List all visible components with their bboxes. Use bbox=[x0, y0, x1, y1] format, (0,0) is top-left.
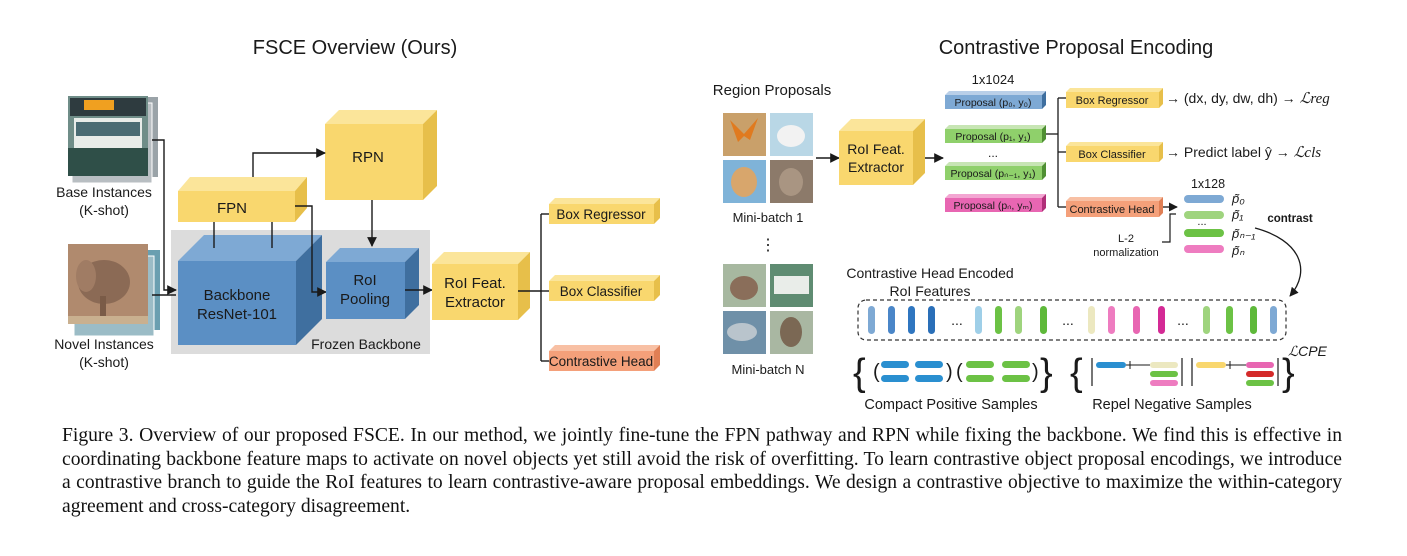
right-roi-feat-extractor-label-2: Extractor bbox=[848, 159, 904, 175]
contrastive-head-block bbox=[549, 345, 660, 371]
encoded-title-1: Contrastive Head Encoded bbox=[846, 265, 1013, 281]
svg-text:): ) bbox=[1032, 361, 1039, 383]
figure-caption: Figure 3. Overview of our proposed FSCE.… bbox=[62, 424, 1342, 518]
novel-instances-label-1: Novel Instances bbox=[54, 336, 154, 352]
proposal-0-label: Proposal (p₀, y₀) bbox=[955, 97, 1032, 109]
box-classifier-block bbox=[549, 275, 660, 301]
mini-batch-vertical-dots: ⋮ bbox=[760, 237, 776, 254]
proposal-1 bbox=[945, 125, 1046, 143]
fsce-diagram: FSCE Overview (Ours) Frozen Backbone Bas… bbox=[54, 37, 1330, 413]
encoded-feature-pills bbox=[868, 306, 1277, 334]
svg-text:(: ( bbox=[873, 361, 880, 383]
feature-pill-1 bbox=[1184, 211, 1224, 219]
fpn-label: FPN bbox=[217, 200, 247, 217]
base-instances-label-1: Base Instances bbox=[56, 184, 152, 200]
connector-fpn-to-rpn bbox=[252, 148, 326, 177]
right-roi-feat-extractor-block bbox=[839, 119, 925, 185]
encoded-title-2: RoI Features bbox=[890, 283, 971, 299]
p-tilde-n: p̃ₙ bbox=[1231, 243, 1245, 258]
l2-label-2: normalization bbox=[1093, 247, 1158, 259]
proposal-n-1-label: Proposal (pₙ₋₁, y₁) bbox=[950, 168, 1035, 180]
contrastive-head-label: Contrastive Head bbox=[549, 354, 653, 369]
box-regressor-label: Box Regressor bbox=[556, 207, 646, 222]
encoded-ellipsis-1: ... bbox=[951, 312, 963, 328]
repel-negative-group: { } bbox=[1070, 352, 1295, 394]
backbone-label-2: ResNet-101 bbox=[197, 306, 277, 323]
right-box-classifier-block bbox=[1066, 142, 1163, 162]
proposal-0 bbox=[945, 91, 1046, 109]
dim-128-label: 1x128 bbox=[1191, 177, 1225, 191]
mini-batch-n-images bbox=[723, 264, 813, 354]
proposal-n bbox=[945, 194, 1046, 212]
mini-batch-1-images bbox=[723, 113, 813, 203]
roi-feat-extractor-block bbox=[432, 252, 530, 320]
feature-ellipsis: ... bbox=[1197, 216, 1206, 228]
right-roi-feat-extractor-label-1: RoI Feat. bbox=[847, 141, 905, 157]
frozen-backbone-label: Frozen Backbone bbox=[311, 336, 421, 352]
compact-positive-label: Compact Positive Samples bbox=[864, 397, 1037, 413]
rpn-block bbox=[325, 110, 437, 200]
region-proposals-label: Region Proposals bbox=[713, 82, 831, 99]
mini-batch-1-label: Mini-batch 1 bbox=[733, 210, 804, 225]
p-tilde-1: p̃₁ bbox=[1231, 207, 1243, 222]
roi-feat-extractor-label-2: Extractor bbox=[445, 294, 505, 311]
novel-instances-label-2: (K-shot) bbox=[79, 354, 129, 370]
encoded-features-box bbox=[857, 299, 1287, 341]
proposal-n-1 bbox=[945, 162, 1046, 180]
svg-text:{: { bbox=[853, 352, 866, 394]
right-box-regressor-block bbox=[1066, 88, 1163, 108]
cls-loss-label: ℒcls bbox=[1294, 145, 1322, 161]
svg-text:}: } bbox=[1282, 352, 1295, 394]
svg-text:{: { bbox=[1070, 352, 1083, 394]
roi-feat-extractor-label-1: RoI Feat. bbox=[444, 275, 506, 292]
cpe-loss-label: ℒCPE bbox=[1288, 343, 1328, 359]
compact-positive-group: { ( ) ( ) } bbox=[853, 352, 1053, 394]
novel-instances-image bbox=[68, 244, 160, 337]
repel-negative-label: Repel Negative Samples bbox=[1092, 397, 1252, 413]
p-tilde-n-1: p̃ₙ₋₁ bbox=[1231, 226, 1255, 241]
encoded-ellipsis-2: ... bbox=[1062, 312, 1074, 328]
roi-pooling-label-2: Pooling bbox=[340, 291, 390, 308]
feature-pill-0 bbox=[1184, 195, 1224, 203]
figure-caption-text: Figure 3. Overview of our proposed FSCE.… bbox=[62, 425, 1342, 517]
connector-base-to-backbone bbox=[152, 139, 177, 295]
l2-label-1: L-2 bbox=[1118, 233, 1134, 245]
connector-fpn-to-roi bbox=[295, 205, 327, 297]
base-instances-image bbox=[68, 96, 158, 184]
dim-1024-label: 1x1024 bbox=[972, 72, 1015, 87]
right-box-regressor-label: Box Regressor bbox=[1076, 95, 1149, 107]
roi-pooling-label-1: RoI bbox=[353, 272, 376, 289]
svg-text:}: } bbox=[1040, 352, 1053, 394]
right-contrastive-head-block bbox=[1066, 197, 1163, 217]
roi-pooling-block bbox=[326, 248, 419, 319]
contrast-label: contrast bbox=[1267, 213, 1313, 225]
right-contrastive-head-label: Contrastive Head bbox=[1070, 204, 1155, 216]
box-regressor-block bbox=[549, 198, 660, 224]
right-panel-title: Contrastive Proposal Encoding bbox=[939, 37, 1214, 59]
p-tilde-0: p̃₀ bbox=[1231, 191, 1245, 206]
reg-loss-label: ℒreg bbox=[1300, 91, 1331, 107]
proposal-1-label: Proposal (p₁, y₁) bbox=[955, 131, 1030, 143]
rpn-label: RPN bbox=[352, 149, 384, 166]
fpn-block bbox=[178, 177, 307, 222]
left-panel-title: FSCE Overview (Ours) bbox=[253, 37, 457, 59]
feature-pill-n-1 bbox=[1184, 229, 1224, 237]
encoded-ellipsis-3: ... bbox=[1177, 312, 1189, 328]
l2-bracket bbox=[1162, 213, 1176, 243]
backbone-label-1: Backbone bbox=[204, 287, 271, 304]
box-classifier-label: Box Classifier bbox=[560, 284, 643, 299]
classifier-output: → Predict label ŷ → ℒcls bbox=[1166, 144, 1321, 161]
feature-pill-n bbox=[1184, 245, 1224, 253]
proposal-n-label: Proposal (pₙ, yₘ) bbox=[953, 200, 1032, 212]
base-instances-label-2: (K-shot) bbox=[79, 202, 129, 218]
right-box-classifier-label: Box Classifier bbox=[1078, 149, 1146, 161]
svg-text:(: ( bbox=[956, 361, 963, 383]
regressor-output: → (dx, dy, dw, dh) → ℒreg bbox=[1166, 90, 1330, 107]
proposal-ellipsis: ... bbox=[988, 146, 998, 160]
mini-batch-n-label: Mini-batch N bbox=[732, 362, 805, 377]
contrast-arrow bbox=[1254, 227, 1302, 297]
svg-text:): ) bbox=[946, 361, 953, 383]
